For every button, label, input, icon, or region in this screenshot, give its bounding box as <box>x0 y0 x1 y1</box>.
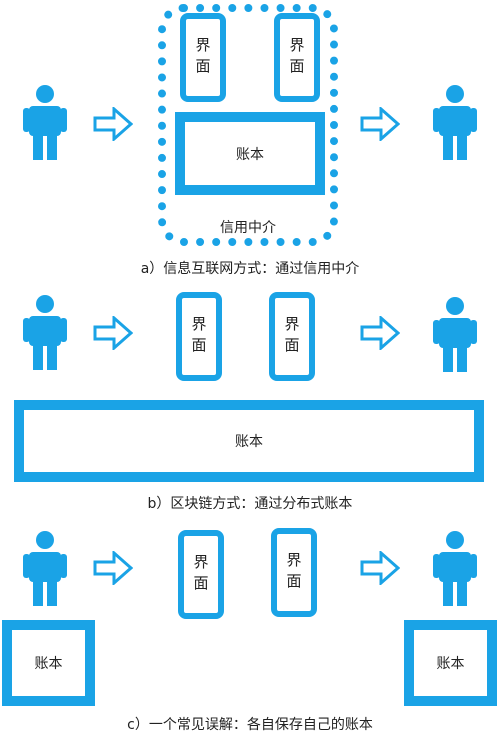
interface-label: 界面 <box>282 315 301 358</box>
right-arrow-icon <box>93 551 133 585</box>
person-icon <box>22 294 68 370</box>
interface-box-left: 界面 <box>176 292 222 381</box>
person-icon <box>22 530 68 606</box>
ledger-label: 账本 <box>236 146 264 163</box>
central-ledger: 账本 <box>175 112 325 195</box>
interface-box-right: 界面 <box>269 292 315 381</box>
credit-intermediary-label: 信用中介 <box>220 220 276 236</box>
interface-box-right: 界面 <box>274 13 320 102</box>
right-arrow-icon <box>360 316 400 350</box>
person-icon <box>432 530 478 606</box>
interface-box-left: 界面 <box>180 13 226 102</box>
ledger-label: 账本 <box>235 434 263 450</box>
interface-box-left: 界面 <box>178 530 224 619</box>
right-arrow-icon <box>360 107 400 141</box>
person-icon <box>432 84 478 160</box>
ledger-label: 账本 <box>436 656 465 672</box>
distributed-ledger: 账本 <box>14 400 484 482</box>
interface-label: 界面 <box>189 315 208 358</box>
interface-label: 界面 <box>284 551 303 594</box>
own-ledger-left: 账本 <box>2 620 95 706</box>
person-icon <box>22 84 68 160</box>
interface-label: 界面 <box>191 553 210 596</box>
right-arrow-icon <box>93 107 133 141</box>
caption-c: c）一个常见误解：各自保存自己的账本 <box>127 717 373 733</box>
caption-a: a）信息互联网方式：通过信用中介 <box>140 261 360 277</box>
ledger-label: 账本 <box>34 656 63 672</box>
right-arrow-icon <box>93 316 133 350</box>
interface-label: 界面 <box>193 36 212 79</box>
interface-label: 界面 <box>287 36 306 79</box>
credit-intermediary-box <box>158 4 338 246</box>
right-arrow-icon <box>360 551 400 585</box>
person-icon <box>432 296 478 372</box>
interface-box-right: 界面 <box>271 528 317 617</box>
caption-b: b）区块链方式：通过分布式账本 <box>147 496 353 512</box>
own-ledger-right: 账本 <box>404 620 497 706</box>
